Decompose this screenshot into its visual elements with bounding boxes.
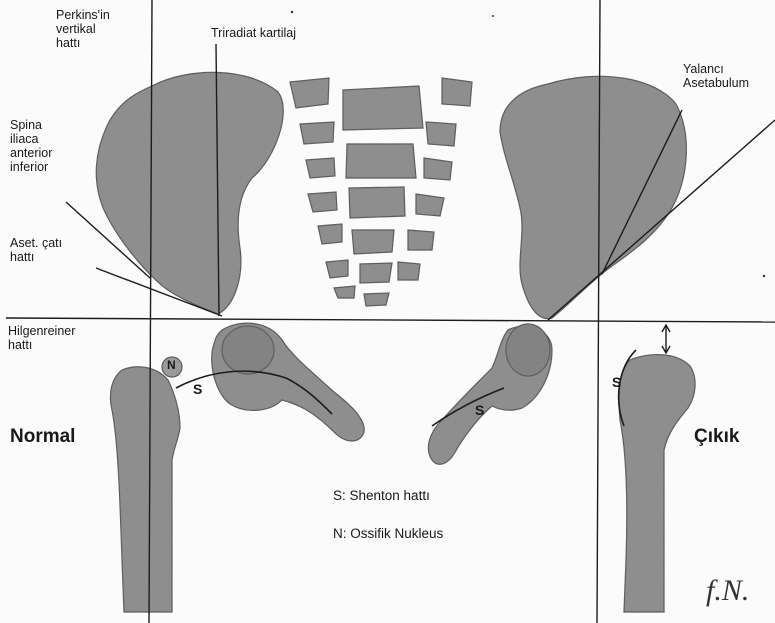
label-normal: Normal [10,426,75,448]
signature: f.N. [706,574,749,608]
label-spina-text: Spina iliaca anterior inferior [10,118,52,174]
legend-nucleus: N: Ossifik Nukleus [333,526,443,541]
sacrum-ala [318,224,342,244]
sacrum-segment [346,144,416,178]
label-aset-cati: Aset. çatı hattı [10,236,62,264]
left-acetabulum [222,326,274,374]
marker-s-left: S [193,381,202,397]
sacrum-ala [408,230,434,250]
label-hilgenreiner-text: Hilgenreiner hattı [8,324,75,352]
hilgenreiner-line [6,318,775,322]
label-hilgenreiner: Hilgenreiner hattı [8,324,75,352]
left-ilium [96,72,283,314]
sacrum-ala [398,262,420,280]
sacrum-segment [360,263,392,283]
label-perkins: Perkins'in vertikal hattı [56,8,110,50]
right-femur [619,355,695,612]
label-yalanci-text: Yalancı Asetabulum [683,62,749,90]
label-spina: Spina iliaca anterior inferior [10,118,52,174]
legend-shenton: S: Shenton hattı [333,488,430,503]
sacrum-ala [308,192,337,212]
sacrum-ala [334,286,355,298]
sacrum-segment [352,230,394,254]
sacrum-ala [416,194,444,216]
label-perkins-text: Perkins'in vertikal hattı [56,8,110,50]
right-ilium [500,76,686,318]
sacrum-ala [426,122,456,146]
label-aset-text: Aset. çatı hattı [10,236,62,264]
marker-n: N [167,358,176,372]
sacrum-ala [300,122,334,144]
sacrum-ala [326,260,348,278]
right-acetabulum [506,324,550,376]
sacrum-ala [424,158,452,180]
sacrum-ala [290,78,329,108]
marker-s-dislocated: S [612,374,621,390]
label-triradiat: Triradiat kartilaj [211,26,296,40]
left-femur [110,367,180,612]
sacrum-ala [442,78,472,106]
sacrum-ala [306,158,335,178]
label-cikik: Çıkık [694,426,739,448]
sacrum-segment [343,86,423,130]
sacrum-segment [364,293,389,306]
marker-s-right: S [475,402,484,418]
sacrum-segment [349,187,405,218]
label-yalanci: Yalancı Asetabulum [683,62,749,90]
